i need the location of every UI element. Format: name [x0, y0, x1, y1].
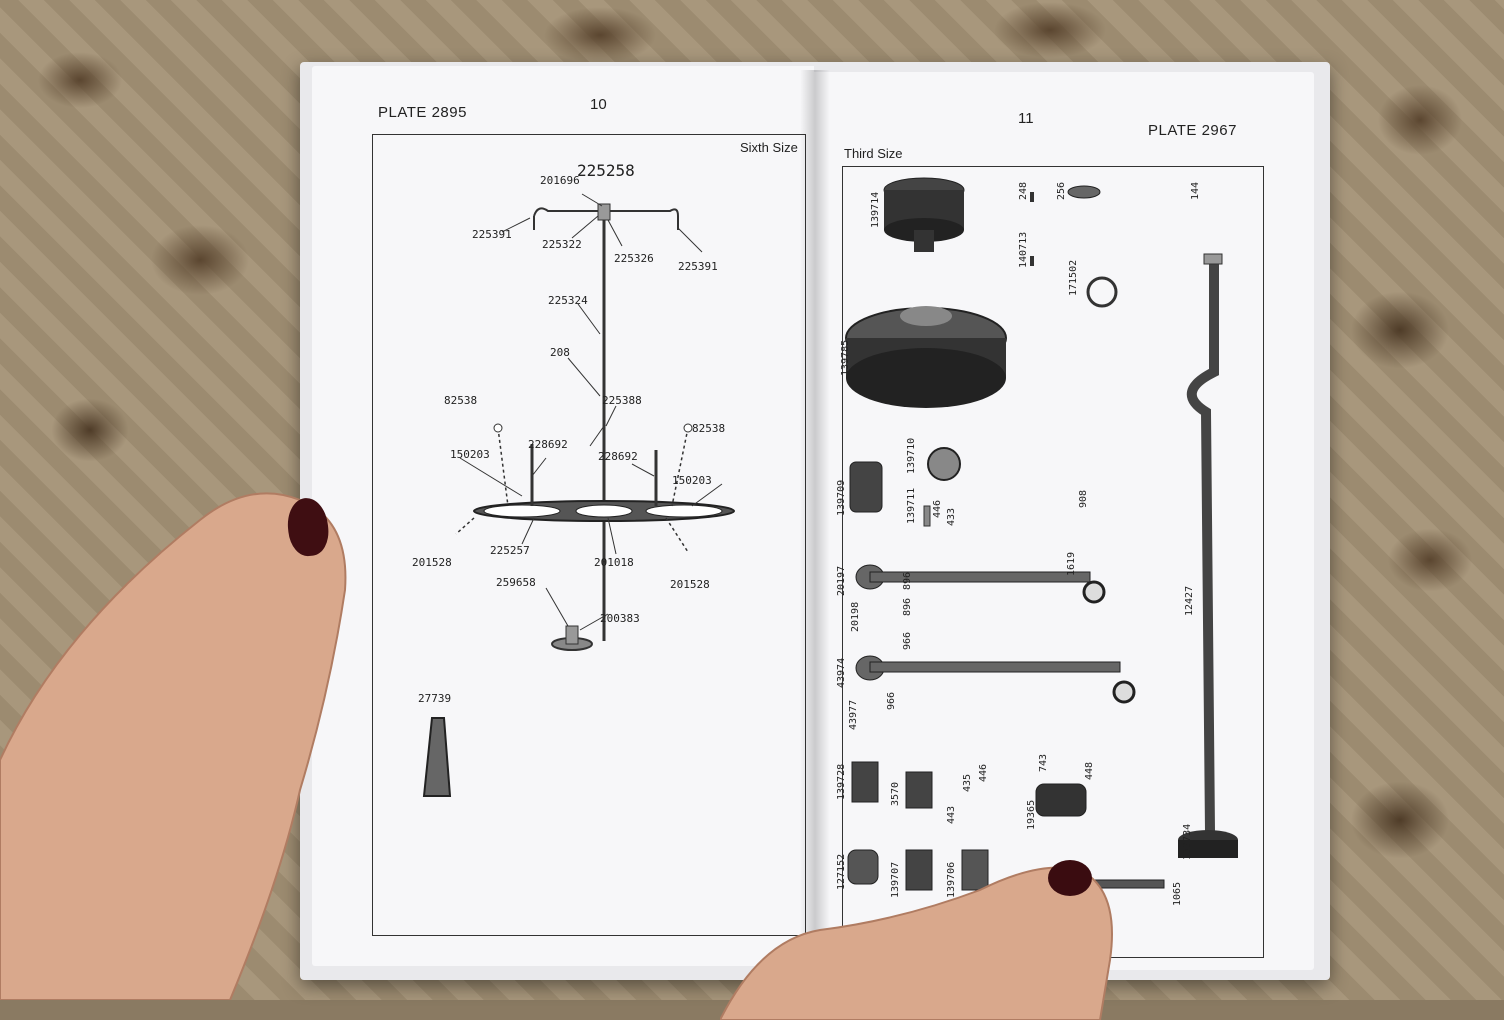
left-page: PLATE 2895 10 Sixth Size 225258 — [312, 66, 814, 966]
part-label: 225324 — [548, 294, 588, 307]
right-hand — [720, 860, 1113, 1020]
part-label: 433 — [946, 508, 957, 526]
part-label: 225326 — [614, 252, 654, 265]
part-label: 225391 — [678, 260, 718, 273]
plate-label: PLATE 2967 — [1148, 122, 1237, 139]
part-label: 201696 — [540, 174, 580, 187]
plate-label: PLATE 2895 — [378, 104, 467, 121]
part-label: 228692 — [528, 438, 568, 451]
part-label: 208 — [550, 346, 570, 359]
part-label: 144 — [1190, 182, 1201, 200]
part-label: 139734 — [1182, 824, 1193, 860]
part-label: 248 — [1018, 182, 1029, 200]
part-label: 446 — [932, 500, 943, 518]
part-label: 200383 — [600, 612, 640, 625]
part-label: 1065 — [1172, 882, 1183, 906]
part-label: 27739 — [418, 692, 451, 705]
part-label: 43974 — [836, 658, 847, 688]
machine-parts-diagram: 139714 248 256 144 140713 171502 139785 … — [836, 177, 1238, 906]
part-label: 150203 — [450, 448, 490, 461]
part-label: 139785 — [840, 340, 851, 376]
part-label: 139710 — [906, 438, 917, 474]
part-label: 3570 — [890, 782, 901, 806]
part-label: 171502 — [1068, 260, 1079, 296]
spool-stand-diagram: 225258 — [412, 161, 735, 797]
part-label: 127152 — [836, 854, 847, 890]
part-label: 43977 — [848, 700, 859, 730]
part-label: 1619 — [1066, 552, 1077, 576]
part-label: 225391 — [472, 228, 512, 241]
part-label: 139706 — [946, 862, 957, 898]
part-label: 12427 — [1184, 586, 1195, 616]
illustration-frame — [372, 134, 806, 936]
part-label: 435 — [962, 774, 973, 792]
part-label: 150203 — [672, 474, 712, 487]
right-page: 11 PLATE 2967 Third Size — [814, 72, 1314, 970]
fingernail-icon — [1048, 860, 1092, 896]
part-label: 20198 — [850, 602, 861, 632]
page-number: 10 — [590, 96, 607, 113]
part-label: 443 — [946, 806, 957, 824]
part-label: 743 — [1038, 754, 1049, 772]
part-label: 225257 — [490, 544, 530, 557]
part-label: 201528 — [670, 578, 710, 591]
part-label: 896 — [902, 572, 913, 590]
part-label: 225388 — [602, 394, 642, 407]
part-label: 448 — [1084, 762, 1095, 780]
part-label: 82538 — [444, 394, 477, 407]
left-hand — [0, 492, 347, 1000]
assembly-number: 225258 — [577, 161, 635, 180]
page-number: 11 — [1018, 110, 1034, 127]
part-label: 259658 — [496, 576, 536, 589]
part-label: 139709 — [836, 480, 847, 516]
part-label: 139707 — [890, 862, 901, 898]
part-label: 966 — [886, 692, 897, 710]
part-label: 19365 — [1026, 800, 1037, 830]
part-label: 966 — [902, 632, 913, 650]
part-label: 896 — [902, 598, 913, 616]
part-label: 82538 — [692, 422, 725, 435]
part-label: 20197 — [836, 566, 847, 596]
cone-part — [422, 717, 452, 797]
part-label: 225322 — [542, 238, 582, 251]
size-label: Sixth Size — [740, 140, 798, 155]
part-label: 908 — [1078, 490, 1089, 508]
part-label: 201018 — [594, 556, 634, 569]
part-label: 256 — [1056, 182, 1067, 200]
part-label: 139711 — [906, 488, 917, 524]
crank-rod — [1186, 260, 1219, 833]
part-label: 139714 — [870, 192, 881, 228]
size-label: Third Size — [844, 146, 903, 161]
part-label: 201528 — [412, 556, 452, 569]
part-label: 228692 — [598, 450, 638, 463]
book-spine — [800, 70, 830, 970]
part-label: 139728 — [836, 764, 847, 800]
part-label: 446 — [978, 764, 989, 782]
part-label: 140713 — [1018, 232, 1029, 268]
